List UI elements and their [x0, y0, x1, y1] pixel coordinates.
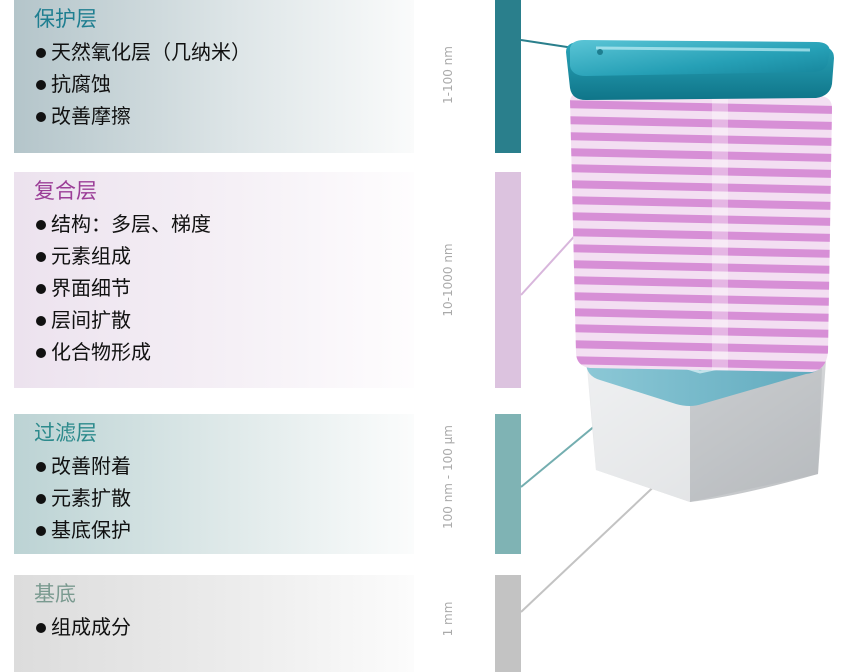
filter-layer-panel: 过滤层 改善附着 元素扩散 基底保护 [14, 414, 414, 554]
composite-stripe [570, 324, 832, 338]
substrate-thickness-bar [495, 575, 521, 672]
bullet-icon [36, 315, 46, 326]
composite-stripe [570, 276, 832, 290]
filter-layer-title: 过滤层 [34, 421, 97, 445]
bullet-icon [36, 493, 46, 504]
list-item: 抗腐蚀 [34, 68, 414, 100]
composite-stripe [570, 292, 832, 306]
composite-stripe [570, 148, 832, 162]
composite-layer-list: 结构：多层、梯度 元素组成 界面细节 层间扩散 化合物形成 [34, 208, 414, 368]
list-item: 改善附着 [34, 450, 414, 482]
protective-slab [566, 40, 834, 100]
composite-thickness-bar [495, 172, 521, 388]
composite-stripe [570, 180, 832, 194]
composite-stripe [570, 228, 832, 242]
bullet-icon [36, 251, 46, 262]
protective-layer-title: 保护层 [34, 7, 97, 31]
bullet-icon [36, 79, 46, 90]
bullet-icon [36, 283, 46, 294]
list-item: 结构：多层、梯度 [34, 208, 414, 240]
bullet-icon [36, 219, 46, 230]
list-item: 化合物形成 [34, 336, 414, 368]
composite-layer-title: 复合层 [34, 179, 97, 203]
protective-layer-list: 天然氧化层（几纳米） 抗腐蚀 改善摩擦 [34, 36, 414, 132]
filter-layer-list: 改善附着 元素扩散 基底保护 [34, 450, 414, 546]
composite-stripes [570, 100, 832, 370]
bullet-icon [36, 47, 46, 58]
substrate-list: 组成成分 [34, 611, 414, 643]
bullet-icon [36, 111, 46, 122]
composite-stripe [570, 132, 832, 146]
composite-stripe [570, 116, 832, 130]
list-item: 界面细节 [34, 272, 414, 304]
list-item: 组成成分 [34, 611, 414, 643]
protective-layer-panel: 保护层 天然氧化层（几纳米） 抗腐蚀 改善摩擦 [14, 0, 414, 153]
bullet-icon [36, 622, 46, 633]
composite-stripe [570, 164, 832, 178]
composite-stripe [570, 100, 832, 114]
bullet-icon [36, 525, 46, 536]
composite-block [570, 92, 832, 372]
list-item: 元素组成 [34, 240, 414, 272]
composite-stripe [570, 244, 832, 258]
composite-layer-panel: 复合层 结构：多层、梯度 元素组成 界面细节 层间扩散 化合物形成 [14, 172, 414, 388]
composite-stripe [570, 308, 832, 322]
list-item: 天然氧化层（几纳米） [34, 36, 414, 68]
substrate-title: 基底 [34, 582, 76, 606]
filter-thickness-bar [495, 414, 521, 554]
composite-stripe [570, 356, 832, 370]
list-item: 改善摩擦 [34, 100, 414, 132]
substrate-panel: 基底 组成成分 [14, 575, 414, 672]
bullet-icon [36, 461, 46, 472]
bullet-icon [36, 347, 46, 358]
list-item: 层间扩散 [34, 304, 414, 336]
composite-stripe [570, 212, 832, 226]
composite-stripe [570, 196, 832, 210]
composite-stripe [570, 260, 832, 274]
list-item: 元素扩散 [34, 482, 414, 514]
composite-stripe [570, 340, 832, 354]
protective-thickness-bar [495, 0, 521, 153]
list-item: 基底保护 [34, 514, 414, 546]
